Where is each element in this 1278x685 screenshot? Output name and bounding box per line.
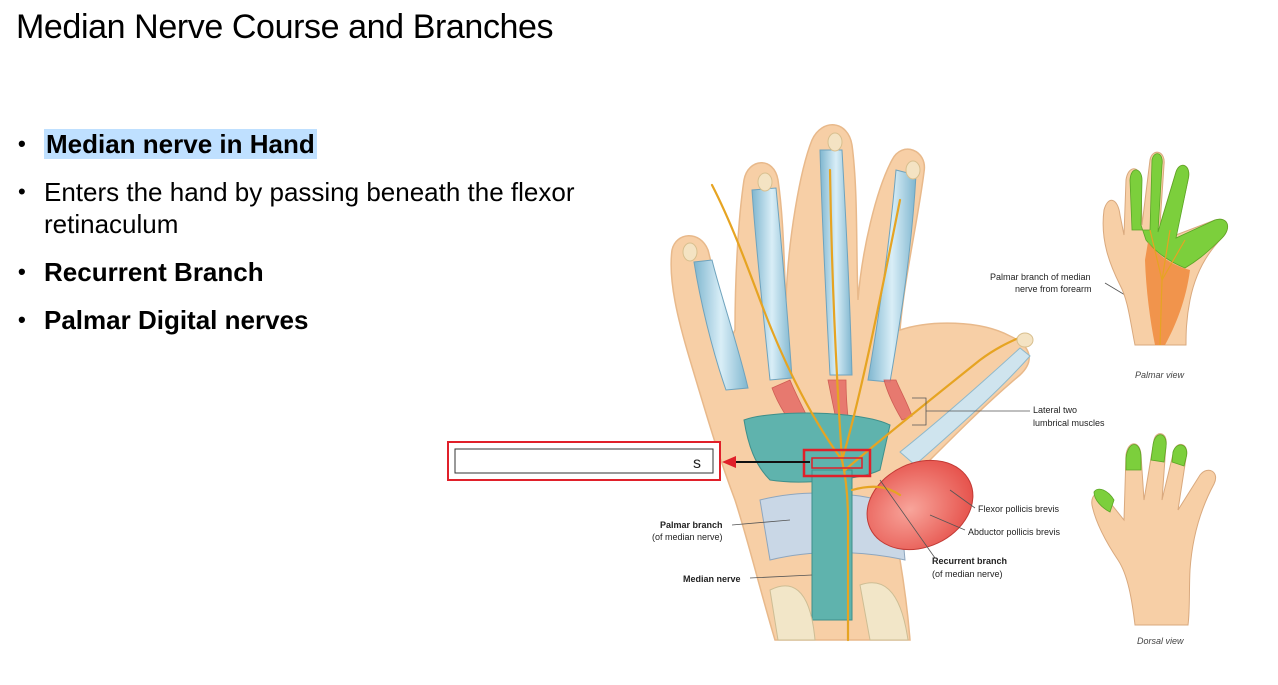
answer-pointer (722, 448, 872, 478)
answer-box-inner (454, 448, 714, 474)
palmar-sensory-area (1129, 153, 1229, 269)
dorsal-view-inset: Dorsal view (1091, 433, 1216, 646)
median-nerve-branches (710, 168, 1027, 642)
palmar-view-inset: Palmar branch of median nerve from forea… (990, 151, 1229, 380)
thumb-tendon (899, 347, 1031, 466)
thenar-muscles (866, 459, 974, 551)
label-lateral-lumbricals-2: lumbrical muscles (1033, 418, 1105, 428)
arrow-head (722, 456, 736, 468)
slide-title: Median Nerve Course and Branches (16, 8, 554, 46)
anatomy-labels: Lateral two lumbrical muscles Flexor pol… (652, 405, 1105, 584)
bullet-text: Recurrent Branch (44, 257, 264, 287)
forearm-bones (769, 582, 909, 641)
bullet-text: Enters the hand by passing beneath the f… (44, 177, 575, 239)
label-flexor-pollicis-brevis: Flexor pollicis brevis (978, 504, 1060, 514)
label-palmar-branch-2: (of median nerve) (652, 532, 723, 542)
dorsal-sensory-tips (1093, 434, 1188, 513)
label-abductor-pollicis-brevis: Abductor pollicis brevis (968, 527, 1061, 537)
bullet-text: Palmar Digital nerves (44, 305, 309, 335)
bullet-enters-hand: Enters the hand by passing beneath the f… (18, 176, 638, 240)
label-palmar-branch-1: Palmar branch (660, 520, 723, 530)
label-dorsal-view: Dorsal view (1137, 636, 1184, 646)
fingertips (682, 132, 1034, 348)
label-palmar-branch-forearm-1: Palmar branch of median (990, 272, 1091, 282)
palmar-nerve-lines (1149, 229, 1186, 346)
forearm-tendon (811, 469, 853, 621)
answer-box-fragment: s (693, 455, 701, 472)
label-recurrent-branch-2: (of median nerve) (932, 569, 1003, 579)
hidden-label-box: s (447, 441, 721, 481)
leader-lines (731, 282, 1151, 579)
main-hand-illustration (670, 124, 1034, 642)
bullet-list: Median nerve in Hand Enters the hand by … (18, 128, 638, 352)
palmar-orange-area (1145, 242, 1190, 345)
bullet-median-nerve-in-hand: Median nerve in Hand (18, 128, 638, 160)
bullet-palmar-digital-nerves: Palmar Digital nerves (18, 304, 638, 336)
label-palmar-branch-forearm-2: nerve from forearm (1015, 284, 1092, 294)
target-inner-box (811, 457, 863, 469)
finger-tendons (693, 149, 917, 391)
label-median-nerve: Median nerve (683, 574, 741, 584)
bullet-recurrent-branch: Recurrent Branch (18, 256, 638, 288)
label-recurrent-branch-1: Recurrent branch (932, 556, 1007, 566)
label-palmar-view: Palmar view (1135, 370, 1185, 380)
bullet-text: Median nerve in Hand (44, 129, 317, 159)
dorsal-hand-skin (1091, 433, 1216, 626)
label-lateral-lumbricals-1: Lateral two (1033, 405, 1077, 415)
